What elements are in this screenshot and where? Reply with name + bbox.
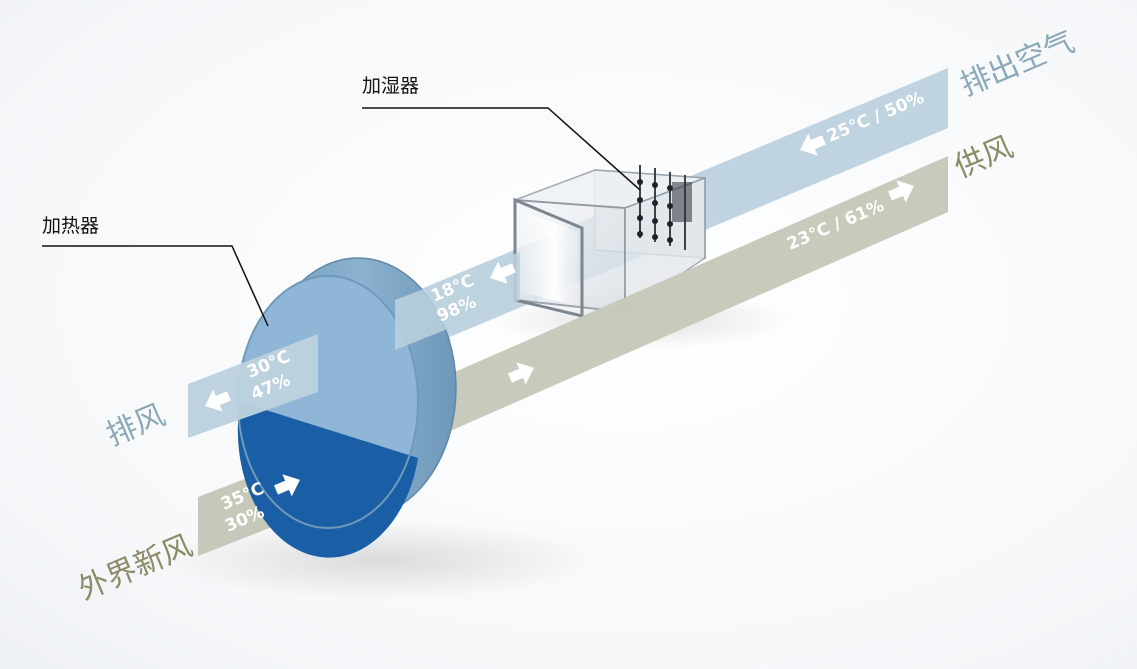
- heater-callout: 加热器: [42, 215, 269, 327]
- exhaust-out-arrow-icon: [800, 133, 826, 156]
- wheel-shadow: [160, 520, 600, 600]
- exhaust-air-label: 排风: [101, 398, 170, 454]
- supply-band: [448, 156, 948, 432]
- humidifier-callout: 加湿器: [362, 75, 641, 191]
- exhaust-air-arrow-icon: [205, 389, 231, 412]
- supply-inner-arrow-icon: [508, 362, 534, 385]
- outside-air-label: 外界新风: [73, 528, 197, 607]
- humidifier-label: 加湿器: [362, 75, 419, 97]
- heater-label: 加热器: [42, 215, 99, 237]
- outside-air-arrow-icon: [274, 474, 300, 497]
- return-arrow-icon: [490, 261, 516, 284]
- return-band: [395, 252, 520, 350]
- supply-arrow-icon: [888, 180, 914, 203]
- exhaust-out-label: 排出空气: [955, 24, 1079, 103]
- supply-label: 供风: [949, 130, 1018, 186]
- exhaust-air-band: [188, 334, 318, 438]
